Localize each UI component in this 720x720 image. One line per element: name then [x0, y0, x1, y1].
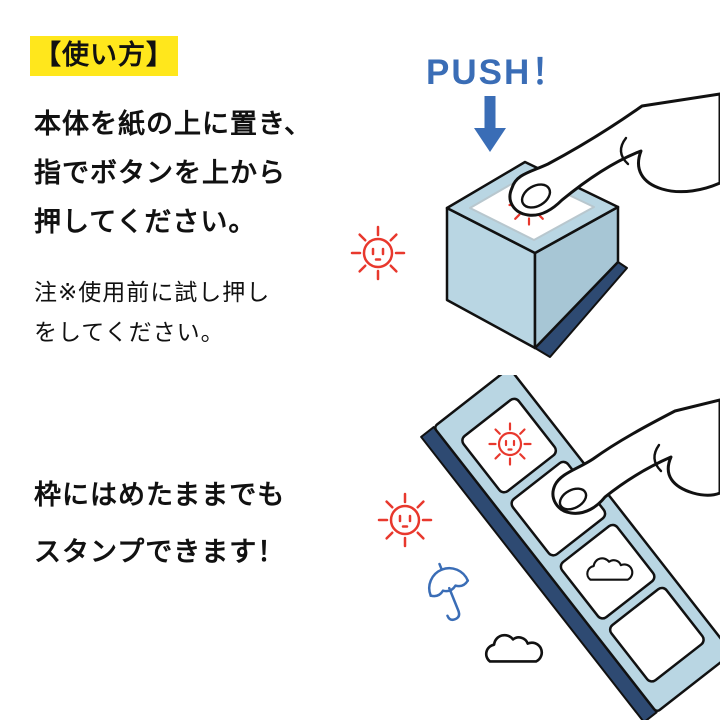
cloud-stamp-icon	[586, 557, 634, 581]
sun-doodle-icon	[350, 225, 406, 281]
instruction-line: 指でボタンを上から	[34, 158, 286, 188]
stamp-strip-illustration	[377, 375, 720, 720]
knuckle-crease	[619, 136, 630, 166]
section-title: 【使い方】	[30, 36, 178, 76]
cloud-doodle-icon	[484, 633, 544, 663]
sun-doodle-icon	[377, 492, 433, 548]
caution-note: 注※使用前に試し押し をしてください。	[34, 272, 270, 352]
single-stamp-illustration	[350, 92, 720, 358]
frame-tip-line: 枠にはめたままでも	[34, 480, 286, 510]
sun-stamp-icon	[488, 422, 532, 466]
umbrella-doodle-icon	[428, 562, 470, 622]
finger-icon	[508, 92, 720, 217]
stamp-key	[608, 586, 705, 683]
push-arrow-icon	[474, 96, 506, 152]
knuckle-crease	[653, 443, 663, 473]
fingernail	[558, 487, 588, 511]
finger-icon	[551, 398, 720, 515]
instruction-line: 本体を紙の上に置き、	[34, 109, 313, 139]
fingernail	[520, 183, 552, 209]
frame-tip-text: 枠にはめたままでも スタンプできます！	[34, 467, 285, 581]
note-line: をしてください。	[34, 319, 225, 345]
push-label: PUSH！	[426, 53, 569, 92]
stamp-key	[461, 397, 558, 494]
instruction-text: 本体を紙の上に置き、 指でボタンを上から 押してください。	[34, 100, 312, 247]
note-line: 注※使用前に試し押し	[34, 279, 271, 305]
frame-tip-line: スタンプできます！	[34, 537, 286, 567]
instruction-line: 押してください。	[34, 207, 257, 237]
